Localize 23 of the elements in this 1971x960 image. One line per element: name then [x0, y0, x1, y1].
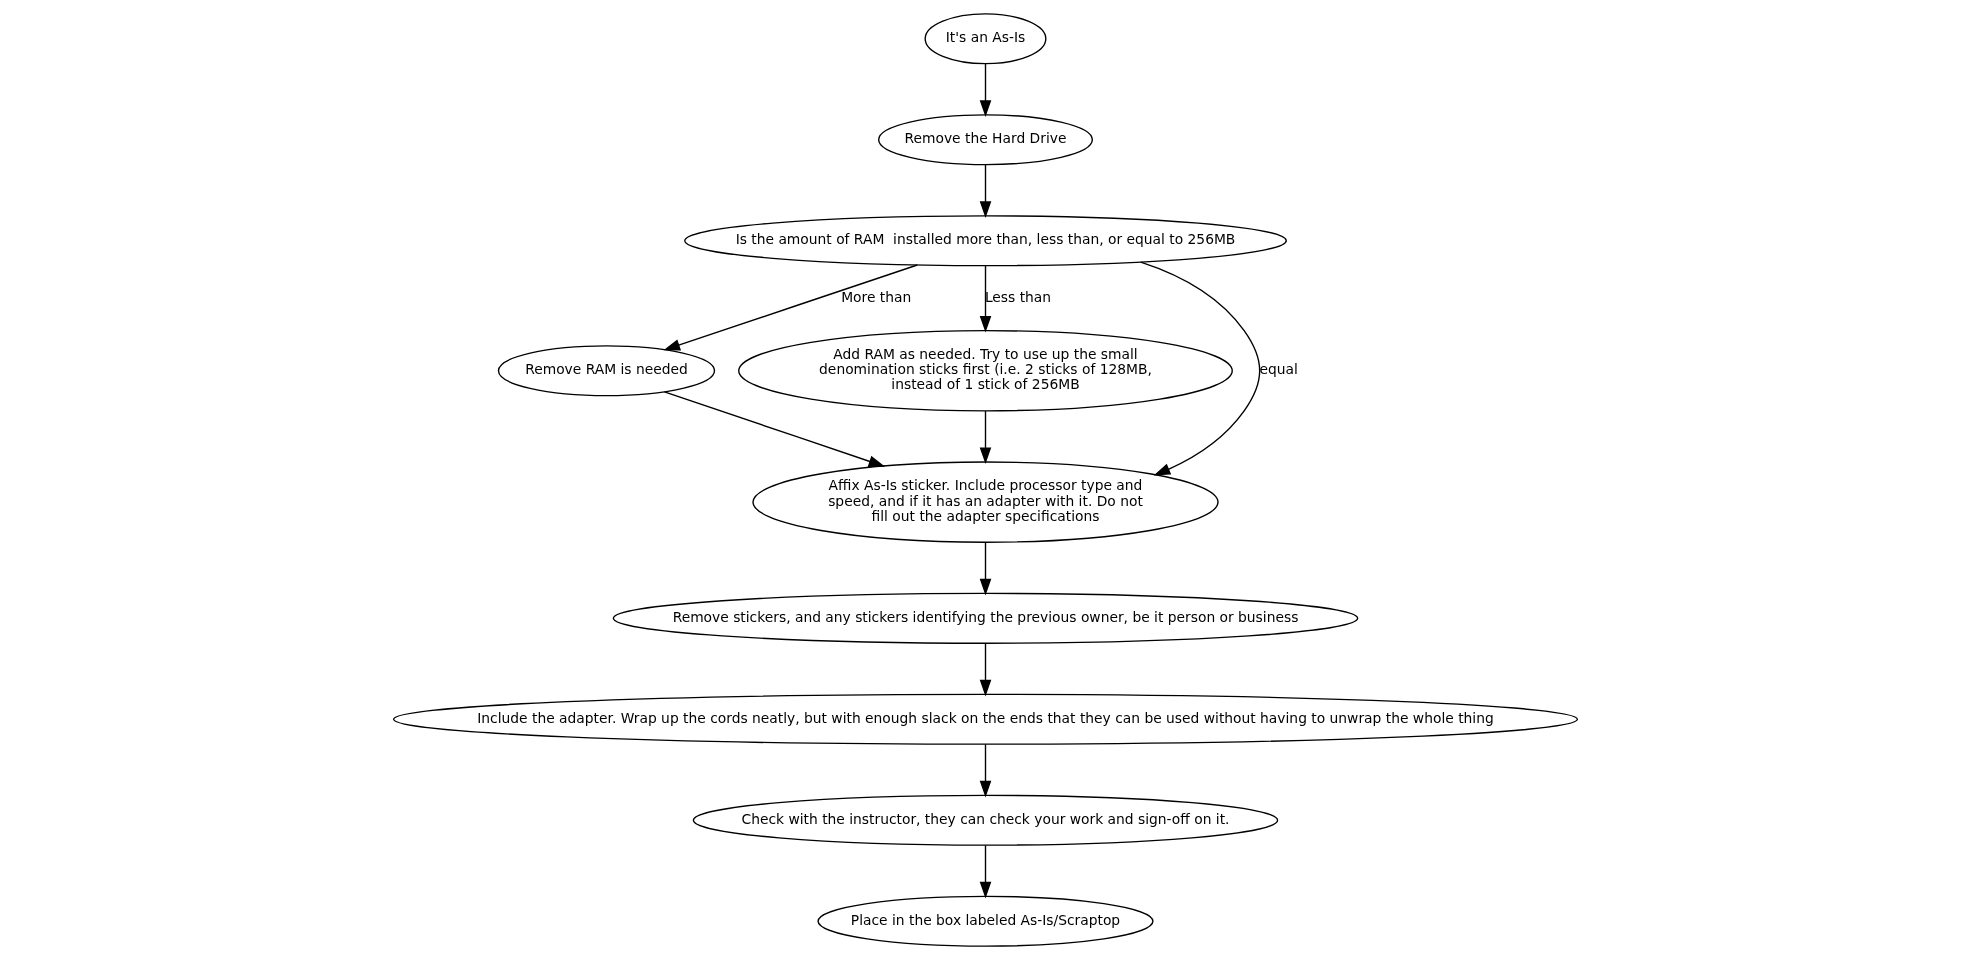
arrow — [1140, 261, 1261, 476]
arrow — [979, 844, 992, 899]
node-ellipse: Is the amount of RAM installed more than, less than, or equal to 256MB — [684, 215, 1287, 267]
node-ellipse: It's an As-Is — [924, 13, 1047, 65]
arrow — [979, 265, 992, 333]
arrow — [979, 410, 992, 464]
node-ellipse: Remove stickers, and any stickers identifying the previous owner, be it person or business — [612, 592, 1359, 644]
arrow — [663, 391, 886, 467]
arrow — [979, 541, 992, 596]
node-ellipse: Remove RAM is needed — [497, 345, 716, 397]
arrow — [979, 743, 992, 798]
arrow — [663, 264, 918, 351]
edge-label: Less than — [984, 288, 1052, 305]
node-ellipse: Remove the Hard Drive — [877, 114, 1093, 166]
edge-label: equal — [1259, 361, 1298, 378]
node-ellipse: Include the adapter. Wrap up the cords neatly, but with enough slack on the ends that they can be used without having to unwrap the whole thing — [392, 693, 1579, 745]
edge-label: More than — [841, 288, 912, 305]
node-ellipse: Add RAM as needed. Try to use up the small denomination sticks first (i.e. 2 sticks of 128MB, instead of 1 stick of 256MB — [738, 329, 1233, 412]
node-ellipse: Place in the box labeled As-Is/Scraptop — [817, 895, 1154, 947]
arrow — [979, 642, 992, 697]
node-ellipse: Check with the instructor, they can check your work and sign-off on it. — [692, 794, 1279, 846]
arrow — [979, 63, 992, 117]
arrow — [979, 164, 992, 218]
